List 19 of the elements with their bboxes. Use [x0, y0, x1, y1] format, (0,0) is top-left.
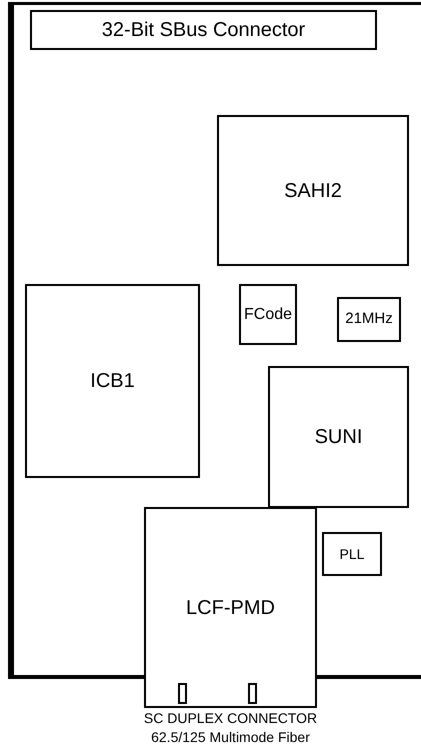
component-label: ICB1 [90, 369, 135, 394]
chip-box [25, 284, 200, 478]
component-label: 32-Bit SBus Connector [102, 18, 306, 43]
component-label: 21MHz [345, 309, 393, 330]
connector-box [30, 10, 377, 50]
chip-box [268, 366, 409, 508]
component-label: SAHI2 [284, 178, 342, 204]
component-label: FCode [244, 304, 292, 324]
caption-text: SC DUPLEX CONNECTOR [144, 709, 318, 728]
chip-box [337, 297, 401, 342]
connector-box [144, 507, 317, 708]
board-outline [8, 2, 421, 679]
chip-box [322, 532, 382, 576]
chip-box [217, 115, 409, 266]
component-label: PLL [340, 544, 364, 564]
caption-text: 62.5/125 Multimode Fiber [151, 728, 310, 747]
component-label: LCF-PMD [186, 596, 275, 620]
component-label: SUNI [314, 425, 362, 450]
chip-box [239, 284, 297, 345]
